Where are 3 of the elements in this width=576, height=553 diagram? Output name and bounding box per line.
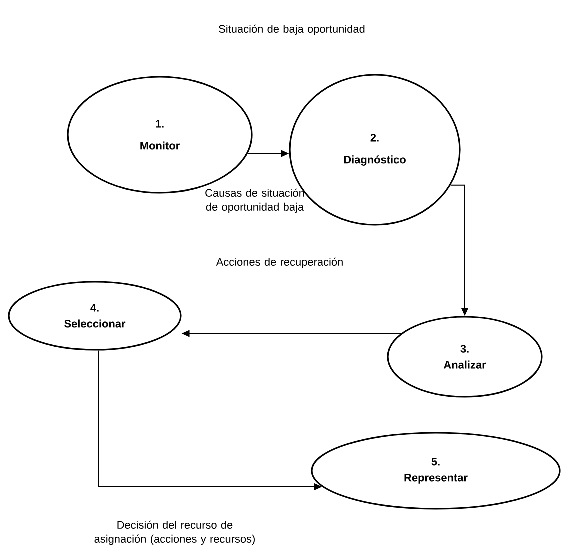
note-text: Decisión del recurso de asignación (acciones y recursos) (94, 520, 255, 546)
note-text: Acciones de recuperación (216, 258, 343, 268)
note-text: Situación de baja oportunidad (219, 24, 365, 36)
